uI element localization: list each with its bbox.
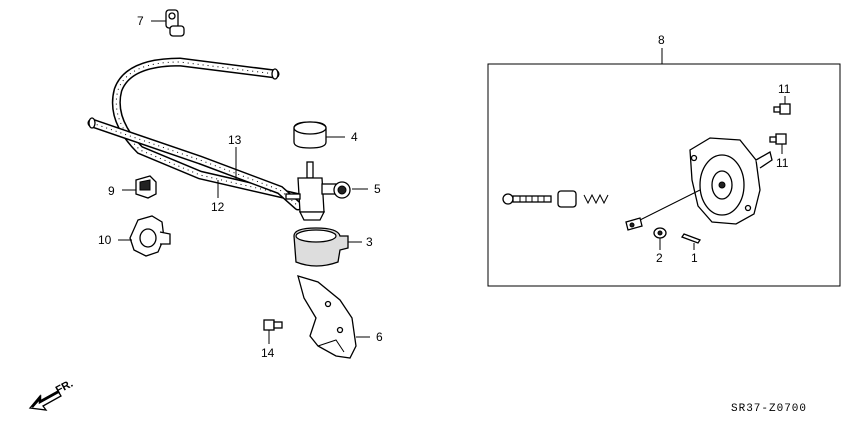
part-8-actuator-assembly — [487, 48, 841, 287]
callout-4: 4 — [351, 130, 358, 144]
callout-2: 2 — [656, 251, 663, 265]
assembly-collar — [557, 190, 577, 208]
part-3-mount — [293, 227, 362, 267]
callout-5: 5 — [374, 182, 381, 196]
hose-13 — [111, 57, 305, 203]
part-6-bracket — [297, 275, 370, 359]
part-2-washer — [653, 227, 667, 250]
callout-3: 3 — [366, 235, 373, 249]
diagram-code: SR37-Z0700 — [731, 403, 807, 415]
callout-13: 13 — [228, 133, 242, 147]
part-11-bolt-upper — [773, 96, 791, 115]
assembly-bolt — [502, 193, 552, 205]
callout-6: 6 — [376, 330, 383, 344]
part-4-cap — [293, 121, 345, 149]
assembly-spring — [583, 193, 609, 205]
callout-11-upper: 11 — [778, 82, 791, 96]
part-7-clip — [151, 9, 185, 37]
part-5-solenoid-valve — [285, 161, 368, 221]
callout-14: 14 — [261, 346, 275, 360]
front-direction-arrow-icon — [28, 390, 62, 411]
callout-8: 8 — [658, 33, 665, 47]
callout-10: 10 — [98, 233, 112, 247]
callout-7: 7 — [137, 14, 144, 28]
direction-label: FR. — [54, 378, 75, 397]
part-9-clip — [122, 175, 157, 199]
part-14-bolt — [263, 319, 283, 344]
part-1-pin — [681, 233, 701, 250]
callout-11-lower: 11 — [776, 156, 789, 170]
callout-9: 9 — [108, 184, 115, 198]
actuator-body — [689, 137, 773, 225]
part-11-bolt-lower — [769, 133, 787, 154]
actuator-rod — [635, 189, 701, 223]
callout-12: 12 — [211, 200, 225, 214]
callout-1: 1 — [691, 251, 698, 265]
part-10-clamp — [118, 215, 171, 257]
